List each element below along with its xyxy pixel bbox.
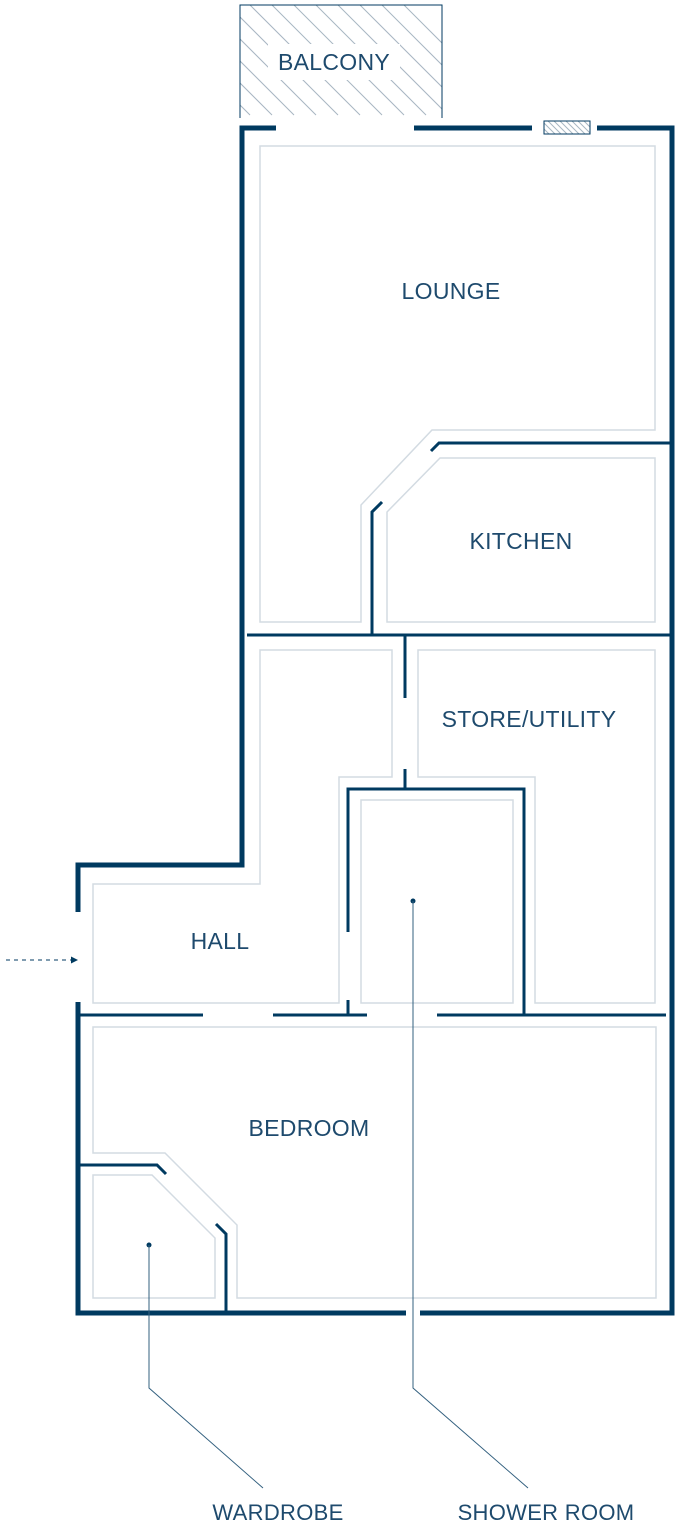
hall-outline [92, 649, 393, 1004]
kitchen-label: KITCHEN [469, 528, 572, 554]
wardrobe-label: WARDROBE [212, 1500, 343, 1525]
lounge-outline [259, 145, 656, 623]
wardrobe-leader [148, 1245, 264, 1489]
hall-label: HALL [191, 928, 250, 954]
bedroom-outline [92, 1026, 657, 1299]
exterior-walls [75, 125, 675, 1316]
entrance-arrow [6, 956, 78, 964]
wardrobe-outline [92, 1174, 216, 1299]
room-outlines [92, 145, 657, 1299]
shower-room-outline [360, 799, 514, 1004]
window-top [543, 120, 591, 135]
interior-walls [80, 441, 670, 1311]
shower-room-label: SHOWER ROOM [458, 1500, 635, 1525]
balcony: BALCONY [239, 4, 443, 118]
bedroom-label: BEDROOM [249, 1115, 370, 1141]
shower-room-leader [412, 901, 529, 1489]
store-utility-outline [417, 649, 656, 1004]
store-utility-label: STORE/UTILITY [442, 706, 617, 732]
callout-leaders [146, 898, 529, 1489]
balcony-label: BALCONY [278, 49, 390, 75]
kitchen-outline [386, 457, 656, 623]
lounge-label: LOUNGE [402, 278, 501, 304]
